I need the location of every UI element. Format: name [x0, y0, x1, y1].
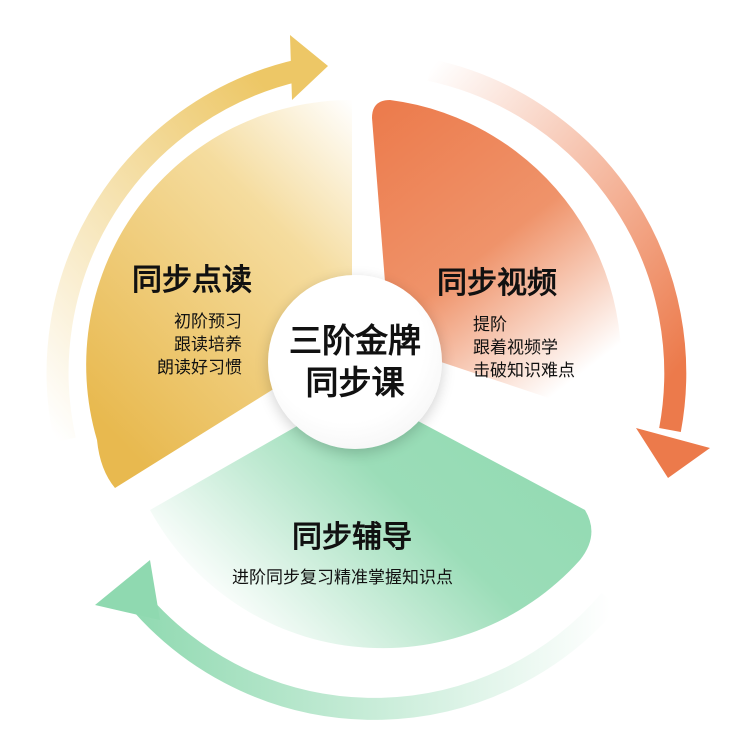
desc-line: 击破知识难点: [473, 361, 575, 381]
segment-title-shipin: 同步视频: [437, 266, 557, 301]
arrow-orange-arc: [427, 59, 687, 433]
desc-line: 初阶预习: [174, 312, 242, 332]
segment-green: [150, 390, 592, 649]
center-title-line1: 三阶金牌: [289, 321, 421, 360]
center-title-line2: 同步课: [305, 363, 405, 402]
segment-desc-shipin: 提阶 跟着视频学 击破知识难点: [473, 314, 575, 383]
arrow-orange-head: [636, 428, 710, 478]
desc-line: 跟读培养: [174, 335, 242, 355]
desc-line: 提阶: [473, 315, 507, 335]
segment-desc-diandu: 初阶预习 跟读培养 朗读好习惯: [140, 311, 242, 380]
segment-title-fudao: 同步辅导: [292, 520, 412, 555]
segment-yellow: [86, 99, 352, 489]
arrow-green-arc: [121, 583, 619, 720]
desc-line: 跟着视频学: [473, 338, 558, 358]
segment-title-diandu: 同步点读: [132, 263, 252, 298]
desc-line: 朗读好习惯: [157, 358, 242, 378]
arrow-yellow-arc: [46, 59, 303, 443]
segment-desc-fudao: 进阶同步复习精准掌握知识点: [232, 568, 453, 588]
arrow-green-head: [95, 560, 160, 620]
center-badge: 三阶金牌 同步课: [268, 275, 442, 449]
arrow-yellow-head: [290, 35, 328, 100]
